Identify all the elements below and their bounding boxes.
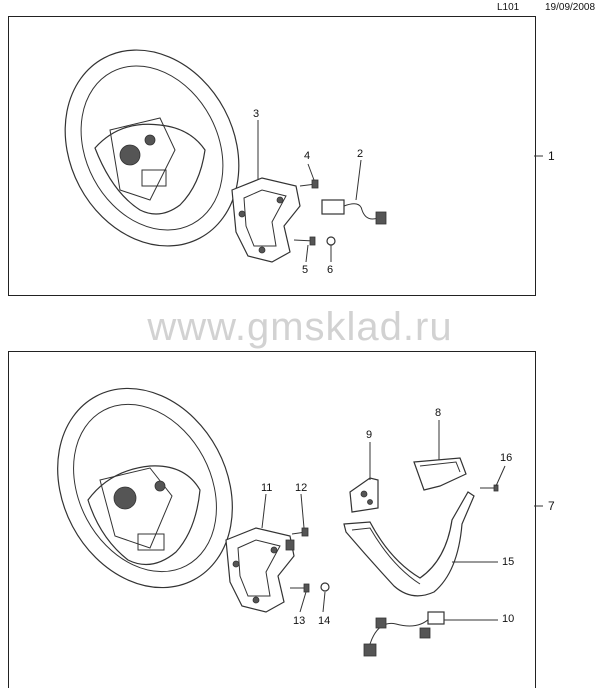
assembly-label-7: 7 xyxy=(548,499,555,513)
callout-5: 5 xyxy=(302,264,309,276)
screw-12 xyxy=(285,527,309,551)
callout-16: 16 xyxy=(500,452,513,464)
cable-10 xyxy=(363,611,445,657)
callout-15: 15 xyxy=(502,556,515,568)
leader-lines-top xyxy=(257,120,543,263)
cover-8 xyxy=(413,457,467,491)
screw-4 xyxy=(299,179,319,189)
screw-13 xyxy=(290,583,310,593)
callout-6: 6 xyxy=(327,264,334,276)
switch-9 xyxy=(349,477,379,513)
assembly-label-1: 1 xyxy=(548,149,555,163)
steering-wheel-top xyxy=(64,49,240,247)
diagram-date: 19/09/2008 xyxy=(545,2,596,13)
callout-9: 9 xyxy=(366,429,373,441)
callout-14: 14 xyxy=(318,615,331,627)
leader-lines-bottom xyxy=(261,420,543,621)
diagram-code: L101 xyxy=(497,2,520,13)
switch-bezel-top xyxy=(231,177,301,263)
callout-4: 4 xyxy=(304,150,311,162)
trim-15 xyxy=(343,491,475,597)
watermark: www.gmsklad.ru xyxy=(147,305,453,349)
callout-10: 10 xyxy=(502,613,515,625)
nut-14 xyxy=(320,582,330,592)
cable-2 xyxy=(321,199,387,225)
nut-6 xyxy=(326,236,336,246)
callout-12: 12 xyxy=(295,482,308,494)
switch-bezel-bottom xyxy=(225,527,295,613)
callout-3: 3 xyxy=(253,108,260,120)
screw-5 xyxy=(293,236,316,246)
screw-16 xyxy=(480,484,499,492)
callout-8: 8 xyxy=(435,407,442,419)
callout-11: 11 xyxy=(261,482,273,494)
steering-wheel-bottom xyxy=(57,387,233,589)
callout-13: 13 xyxy=(293,615,306,627)
callout-2: 2 xyxy=(357,148,364,160)
